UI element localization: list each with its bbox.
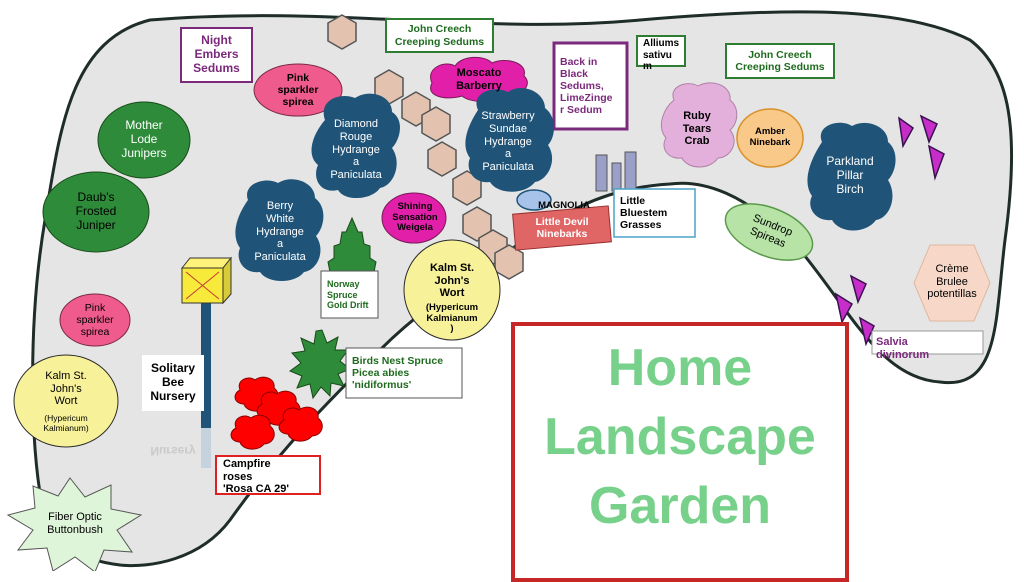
nursery-reflection-label: Nursery	[150, 443, 196, 458]
kalm-center-sub-label: (Hypericum Kalmianum )	[425, 301, 479, 335]
birds-nest-label: Birds Nest Spruce Picea abies 'nidiformu…	[352, 354, 444, 392]
little-bluestem-box	[613, 188, 696, 238]
strawberry-label: Strawberry Sundae Hydrange a Paniculata	[481, 110, 535, 173]
bee-house	[180, 256, 233, 305]
fiber-optic-label: Fiber Optic Buttonbush	[47, 511, 103, 536]
alliums-label: Alliums sativu m	[643, 38, 680, 72]
page-title: Home Landscape Garden	[544, 339, 816, 536]
salvia-triangles	[834, 114, 945, 347]
bee-pole-reflection	[201, 428, 211, 468]
grass-column	[624, 151, 637, 192]
shining-shape	[381, 192, 447, 244]
shining-label: Shining Sensation Weigela	[392, 200, 438, 234]
moscato-label: Moscato Barberry	[456, 67, 502, 92]
creech-top-box	[385, 18, 494, 53]
pink-sparkler-top-label: Pink sparkler spirea	[277, 71, 319, 109]
kalm-left-label: Kalm St. John's Wort	[45, 370, 87, 408]
pink-sparkler-left-shape	[59, 293, 131, 347]
night-embers-label: Night Embers Sedums	[193, 33, 240, 75]
little-devil-label: Little Devil Ninebarks	[535, 215, 589, 240]
magnolia-shape	[516, 189, 552, 211]
stepping-stone	[462, 206, 492, 242]
little-bluestem-label: Little Bluestem Grasses	[620, 194, 668, 232]
creech-top-label: John Creech Creeping Sedums	[394, 23, 485, 48]
pink-sparkler-left-label: Pink sparkler spirea	[76, 301, 114, 339]
title-box: Home Landscape Garden	[511, 322, 849, 582]
salvia-box	[871, 330, 984, 355]
pink-sparkler-top-shape	[253, 63, 343, 117]
ruby-tears-shape	[661, 82, 738, 168]
creme-label: Crème Brulee potentillas	[927, 263, 977, 301]
daubs-label: Daub's Frosted Juniper	[75, 190, 117, 232]
norway-box	[320, 270, 379, 319]
night-embers-box	[180, 27, 253, 83]
grass-column	[611, 162, 622, 192]
little-devil-shape	[512, 205, 612, 251]
mother-lode-label: Mother Lode Junipers	[121, 118, 167, 160]
birds-nest-box	[345, 347, 463, 399]
campfire-label: Campfire roses 'Rosa CA 29'	[223, 458, 289, 496]
sundrop-shape	[724, 203, 814, 261]
solitary-bee-label: Solitary Bee Nursery	[150, 361, 196, 403]
back-in-black-box	[552, 41, 629, 131]
magnolia-label: MAGNOLIA	[538, 199, 590, 211]
creme-shape	[913, 244, 991, 322]
stepping-stone	[327, 14, 357, 50]
bee-pole	[201, 296, 211, 466]
diamond-rouge-label: Diamond Rouge Hydrange a Paniculata	[330, 118, 382, 181]
stepping-stone	[494, 244, 524, 280]
daubs-shape	[42, 171, 150, 253]
creech-right-box	[725, 43, 835, 79]
amber-shape	[736, 108, 804, 168]
campfire-box	[215, 455, 321, 495]
berry-white-shape	[235, 179, 324, 281]
strawberry-shape	[465, 87, 554, 192]
campfire-roses-shape	[230, 376, 323, 450]
berry-white-label: Berry White Hydrange a Paniculata	[254, 200, 306, 263]
norway-label: Norway Spruce Gold Drift	[327, 279, 369, 311]
mother-lode-shape	[97, 101, 191, 179]
fiber-optic-shape	[6, 477, 143, 571]
creech-right-label: John Creech Creeping Sedums	[735, 48, 825, 73]
back-in-black-label: Back in Black Sedums, LimeZinge r Sedum	[560, 55, 613, 117]
kalm-left-shape	[13, 354, 119, 448]
alliums-box	[636, 35, 686, 67]
stepping-stone	[427, 141, 457, 177]
parkland-label: Parkland Pillar Birch	[826, 154, 874, 196]
parkland-shape	[807, 122, 896, 231]
solitary-bee-box	[142, 355, 204, 411]
ruby-tears-label: Ruby Tears Crab	[682, 110, 712, 148]
grass-column	[595, 154, 608, 192]
kalm-left-sub-label: (Hypericum Kalmianum)	[43, 413, 89, 433]
kalm-center-shape	[403, 239, 501, 341]
salvia-label: Salvia divinorum	[876, 336, 930, 361]
kalm-center-label: Kalm St. John's Wort	[429, 262, 474, 300]
stepping-stone	[421, 106, 451, 142]
diamond-rouge-shape	[311, 93, 400, 199]
amber-label: Amber Ninebark	[749, 126, 791, 148]
